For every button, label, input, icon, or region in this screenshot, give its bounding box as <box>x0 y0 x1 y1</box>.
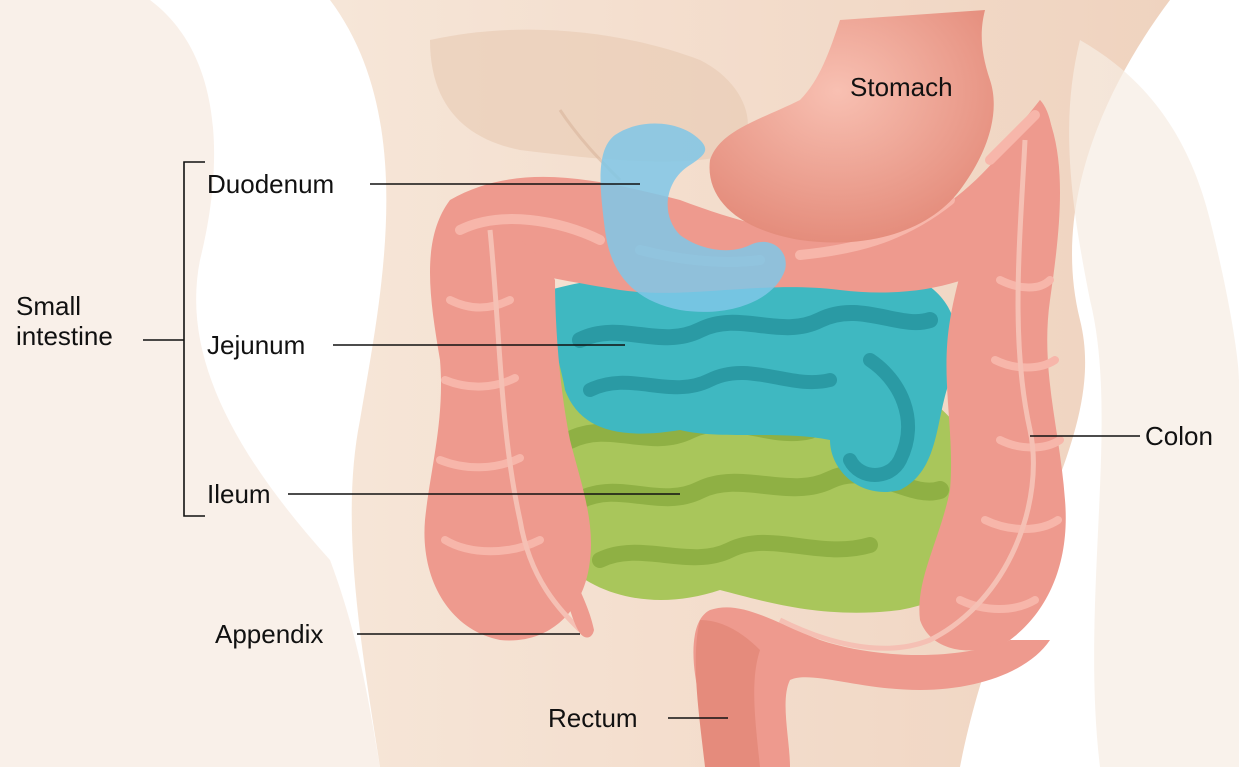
label-colon: Colon <box>1145 423 1213 449</box>
label-ileum: Ileum <box>207 481 271 507</box>
label-small-intestine-line2: intestine <box>16 321 113 351</box>
label-stomach: Stomach <box>850 74 953 100</box>
label-small-intestine: Small intestine <box>16 291 113 351</box>
label-duodenum: Duodenum <box>207 171 334 197</box>
label-rectum: Rectum <box>548 705 638 731</box>
label-appendix: Appendix <box>215 621 323 647</box>
rectum-shape <box>696 620 760 767</box>
label-small-intestine-line1: Small <box>16 291 113 321</box>
label-jejunum: Jejunum <box>207 332 305 358</box>
